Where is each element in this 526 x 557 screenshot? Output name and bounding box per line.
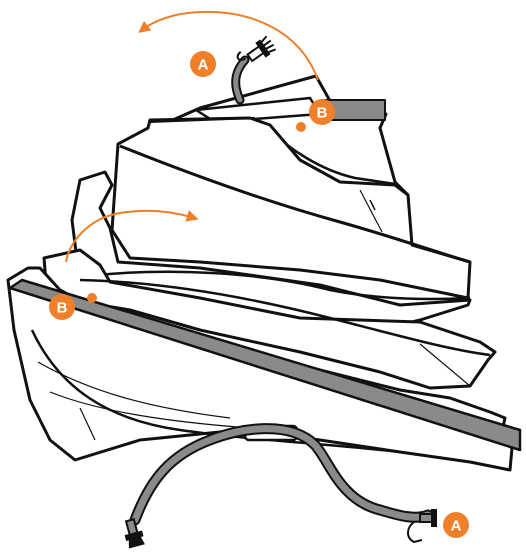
callout-badge-b-left: B xyxy=(49,294,75,320)
callout-badge-a-bottom: A xyxy=(443,512,469,538)
curved-arrow-left xyxy=(142,12,318,80)
callout-badge-b-top: B xyxy=(309,99,335,125)
callout-label-a: A xyxy=(198,57,209,74)
callout-label-b: B xyxy=(317,105,328,122)
strap-buckle-icon xyxy=(122,518,144,547)
top-strap xyxy=(236,60,245,100)
callout-dot xyxy=(296,122,306,132)
callout-dot xyxy=(87,293,97,303)
callout-label-b: B xyxy=(57,300,68,317)
callout-label-a: A xyxy=(451,518,462,535)
callout-badge-a-top: A xyxy=(190,51,216,77)
